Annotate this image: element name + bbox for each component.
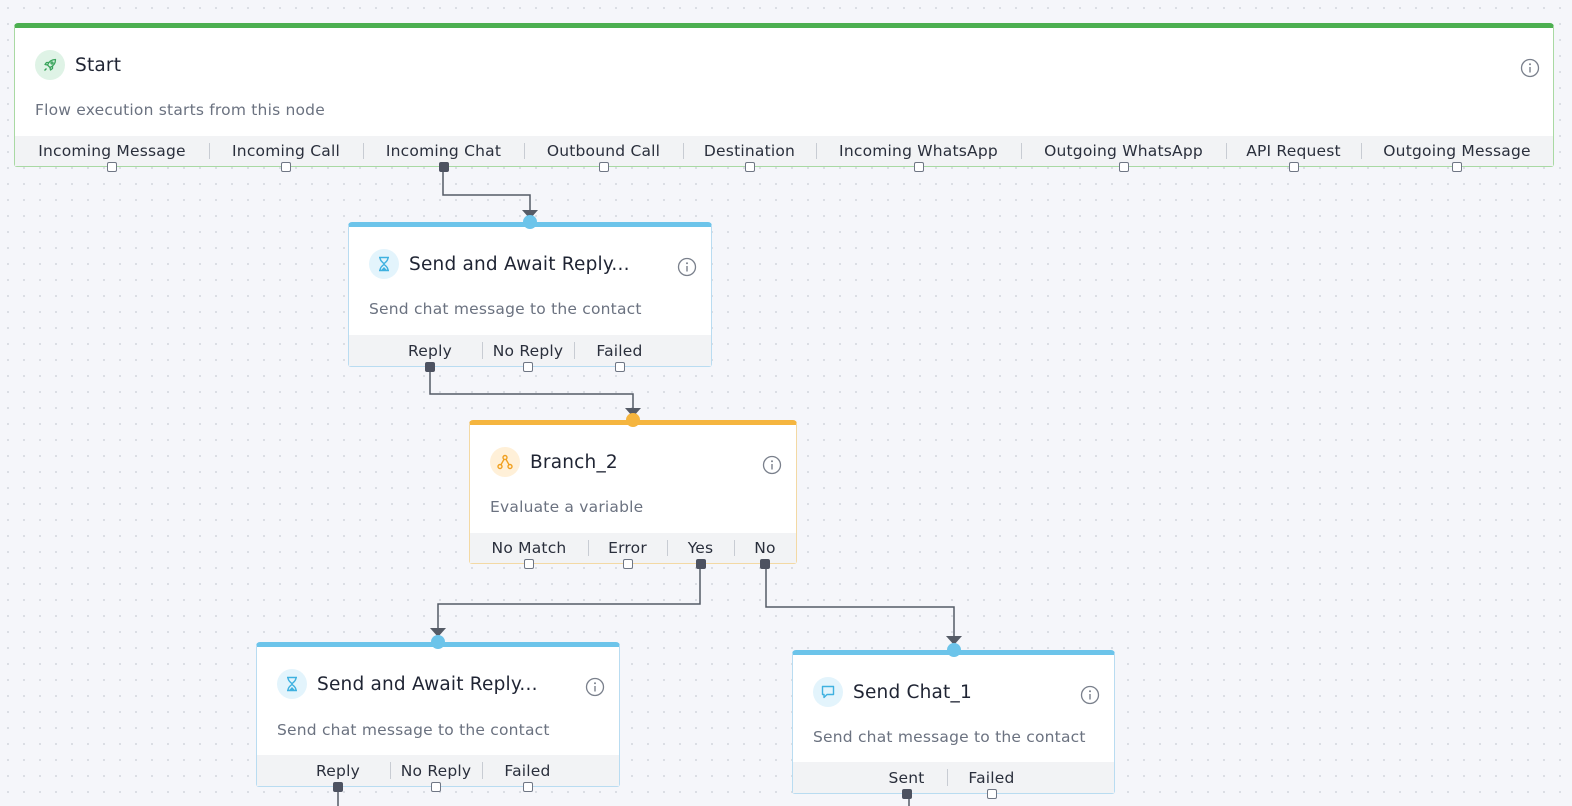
output-port[interactable] (744, 162, 755, 172)
node-outputs: Reply No Reply Failed (257, 755, 619, 792)
output-reply[interactable]: Reply (286, 755, 390, 792)
output-yes[interactable]: Yes (667, 533, 734, 569)
output-port[interactable] (431, 782, 441, 792)
start-node[interactable]: Start Flow execution starts from this no… (14, 23, 1554, 172)
output-port[interactable] (901, 789, 912, 799)
info-icon[interactable] (1080, 685, 1100, 705)
branch-node[interactable]: Branch_2 Evaluate a variable No Match Er… (469, 413, 797, 569)
node-description: Send chat message to the contact (277, 721, 550, 739)
output-reply[interactable]: Reply (378, 335, 482, 372)
send-chat-node[interactable]: Send Chat_1 Send chat message to the con… (792, 643, 1115, 799)
input-port[interactable] (946, 643, 961, 657)
output-port[interactable] (622, 559, 633, 569)
output-incoming-chat[interactable]: Incoming Chat (363, 136, 524, 172)
node-title: Start (75, 54, 122, 76)
output-api-request[interactable]: API Request (1226, 136, 1361, 172)
output-port[interactable] (107, 162, 117, 172)
output-failed[interactable]: Failed (947, 762, 1036, 799)
node-outputs: Sent Failed (793, 762, 1114, 799)
output-no[interactable]: No (734, 533, 796, 569)
node-title: Send and Await Reply... (317, 673, 538, 695)
send-await-reply-node[interactable]: Send and Await Reply... Send chat messag… (348, 215, 712, 372)
wire-branch-yes-to-await2 (437, 565, 701, 630)
node-description: Send chat message to the contact (813, 728, 1086, 746)
output-port[interactable] (1118, 162, 1129, 172)
output-port[interactable] (598, 162, 609, 172)
output-port[interactable] (913, 162, 924, 172)
output-port[interactable] (522, 782, 533, 792)
node-title: Branch_2 (530, 451, 618, 473)
node-description: Flow execution starts from this node (35, 101, 325, 119)
output-port[interactable] (1452, 162, 1462, 172)
node-title: Send Chat_1 (853, 681, 972, 703)
output-outgoing-whatsapp[interactable]: Outgoing WhatsApp (1021, 136, 1226, 172)
output-port[interactable] (614, 362, 625, 372)
info-icon[interactable] (585, 677, 605, 697)
output-port[interactable] (1288, 162, 1299, 172)
output-port[interactable] (281, 162, 291, 172)
output-port[interactable] (523, 362, 533, 372)
wire-branch-no-to-sendchat (765, 565, 955, 638)
info-icon[interactable] (762, 455, 782, 475)
wire-start-to-await1 (442, 168, 531, 212)
branch-icon (490, 447, 520, 477)
output-no-reply[interactable]: No Reply (390, 755, 482, 792)
node-description: Send chat message to the contact (369, 300, 642, 318)
start-outputs: Incoming Message Incoming Call Incoming … (15, 136, 1553, 172)
output-failed[interactable]: Failed (574, 335, 665, 372)
output-incoming-call[interactable]: Incoming Call (209, 136, 363, 172)
output-port[interactable] (425, 362, 435, 372)
output-error[interactable]: Error (588, 533, 667, 569)
info-icon[interactable] (1520, 58, 1540, 78)
output-port[interactable] (438, 162, 449, 172)
output-destination[interactable]: Destination (683, 136, 816, 172)
hourglass-icon (369, 249, 399, 279)
output-port[interactable] (986, 789, 997, 799)
send-await-reply-node[interactable]: Send and Await Reply... Send chat messag… (256, 635, 620, 792)
node-outputs: Reply No Reply Failed (349, 335, 711, 372)
output-port[interactable] (333, 782, 343, 792)
output-no-reply[interactable]: No Reply (482, 335, 574, 372)
info-icon[interactable] (677, 257, 697, 277)
node-outputs: No Match Error Yes No (470, 533, 796, 569)
output-outgoing-message[interactable]: Outgoing Message (1361, 136, 1553, 172)
chat-icon (813, 677, 843, 707)
output-port[interactable] (695, 559, 706, 569)
input-port[interactable] (431, 635, 445, 649)
output-port[interactable] (524, 559, 534, 569)
output-outbound-call[interactable]: Outbound Call (524, 136, 683, 172)
output-failed[interactable]: Failed (482, 755, 573, 792)
input-port[interactable] (626, 413, 640, 427)
node-description: Evaluate a variable (490, 498, 644, 516)
output-no-match[interactable]: No Match (470, 533, 588, 569)
output-incoming-whatsapp[interactable]: Incoming WhatsApp (816, 136, 1021, 172)
node-title: Send and Await Reply... (409, 253, 630, 275)
output-sent[interactable]: Sent (866, 762, 947, 799)
hourglass-icon (277, 669, 307, 699)
rocket-icon (35, 50, 65, 80)
output-incoming-message[interactable]: Incoming Message (15, 136, 209, 172)
wire-await1-to-branch (429, 367, 634, 410)
input-port[interactable] (523, 215, 537, 229)
output-port[interactable] (760, 559, 770, 569)
